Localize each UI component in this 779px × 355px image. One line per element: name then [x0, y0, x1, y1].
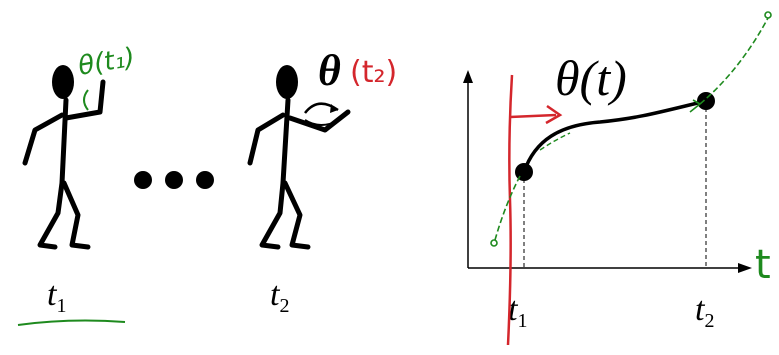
figure2-right-leg — [282, 180, 311, 250]
dot-3 — [196, 171, 214, 189]
y-axis-arrowhead — [463, 70, 473, 83]
tick-label-t2: t2 — [695, 291, 714, 332]
tick-label-t1: t1 — [508, 291, 527, 332]
graph: θ(t) t1 t2 t — [463, 50, 771, 332]
frame2-label: t2 — [270, 276, 289, 317]
ellipsis-dots — [134, 171, 214, 189]
green-tangent-t1-end — [490, 239, 498, 247]
green-tangent-t2-arrow — [689, 99, 701, 113]
red-arrow-head — [545, 104, 563, 125]
figure1-theta-note: θ(t₁) — [76, 42, 137, 81]
curve-point-t1 — [515, 163, 533, 181]
figure2-torso — [280, 97, 291, 186]
curve-point-t2 — [697, 92, 715, 110]
figure2-left-arm — [247, 112, 286, 166]
stick-figure-1 — [22, 65, 106, 250]
x-axis-arrowhead — [738, 263, 752, 273]
green-tangent-t2-end — [764, 11, 772, 19]
x-axis-handwritten-label: t — [755, 242, 771, 288]
red-arrow-shaft — [509, 113, 557, 119]
figure1-left-arm — [22, 112, 65, 166]
figure1-left-leg — [37, 180, 65, 250]
frame2-theta-symbol: θ — [318, 46, 341, 95]
figure1-torso — [59, 97, 69, 186]
stick-figure-2 — [247, 65, 351, 250]
figure1-right-leg — [61, 180, 91, 250]
figure2-head — [276, 65, 298, 99]
dot-2 — [165, 171, 183, 189]
figure1-angle-arc — [83, 89, 89, 111]
figure1-head — [52, 65, 74, 99]
frame1-label: t1 — [47, 276, 66, 317]
graph-title: θ(t) — [555, 50, 627, 106]
figure2-left-leg — [259, 180, 286, 250]
figure2-angle-arc-lower — [304, 119, 341, 126]
dot-1 — [134, 171, 152, 189]
figure2-right-arm — [287, 109, 351, 133]
figure1-right-arm — [63, 79, 106, 121]
figure2-angle-arrowhead — [330, 104, 338, 113]
green-tangent-t1 — [494, 175, 521, 241]
theta-curve — [522, 99, 707, 173]
green-underline — [17, 319, 126, 326]
green-tangent-t2 — [699, 17, 769, 105]
green-tangent-mid — [539, 132, 571, 151]
frame2-theta-note: (t₂) — [350, 55, 397, 90]
